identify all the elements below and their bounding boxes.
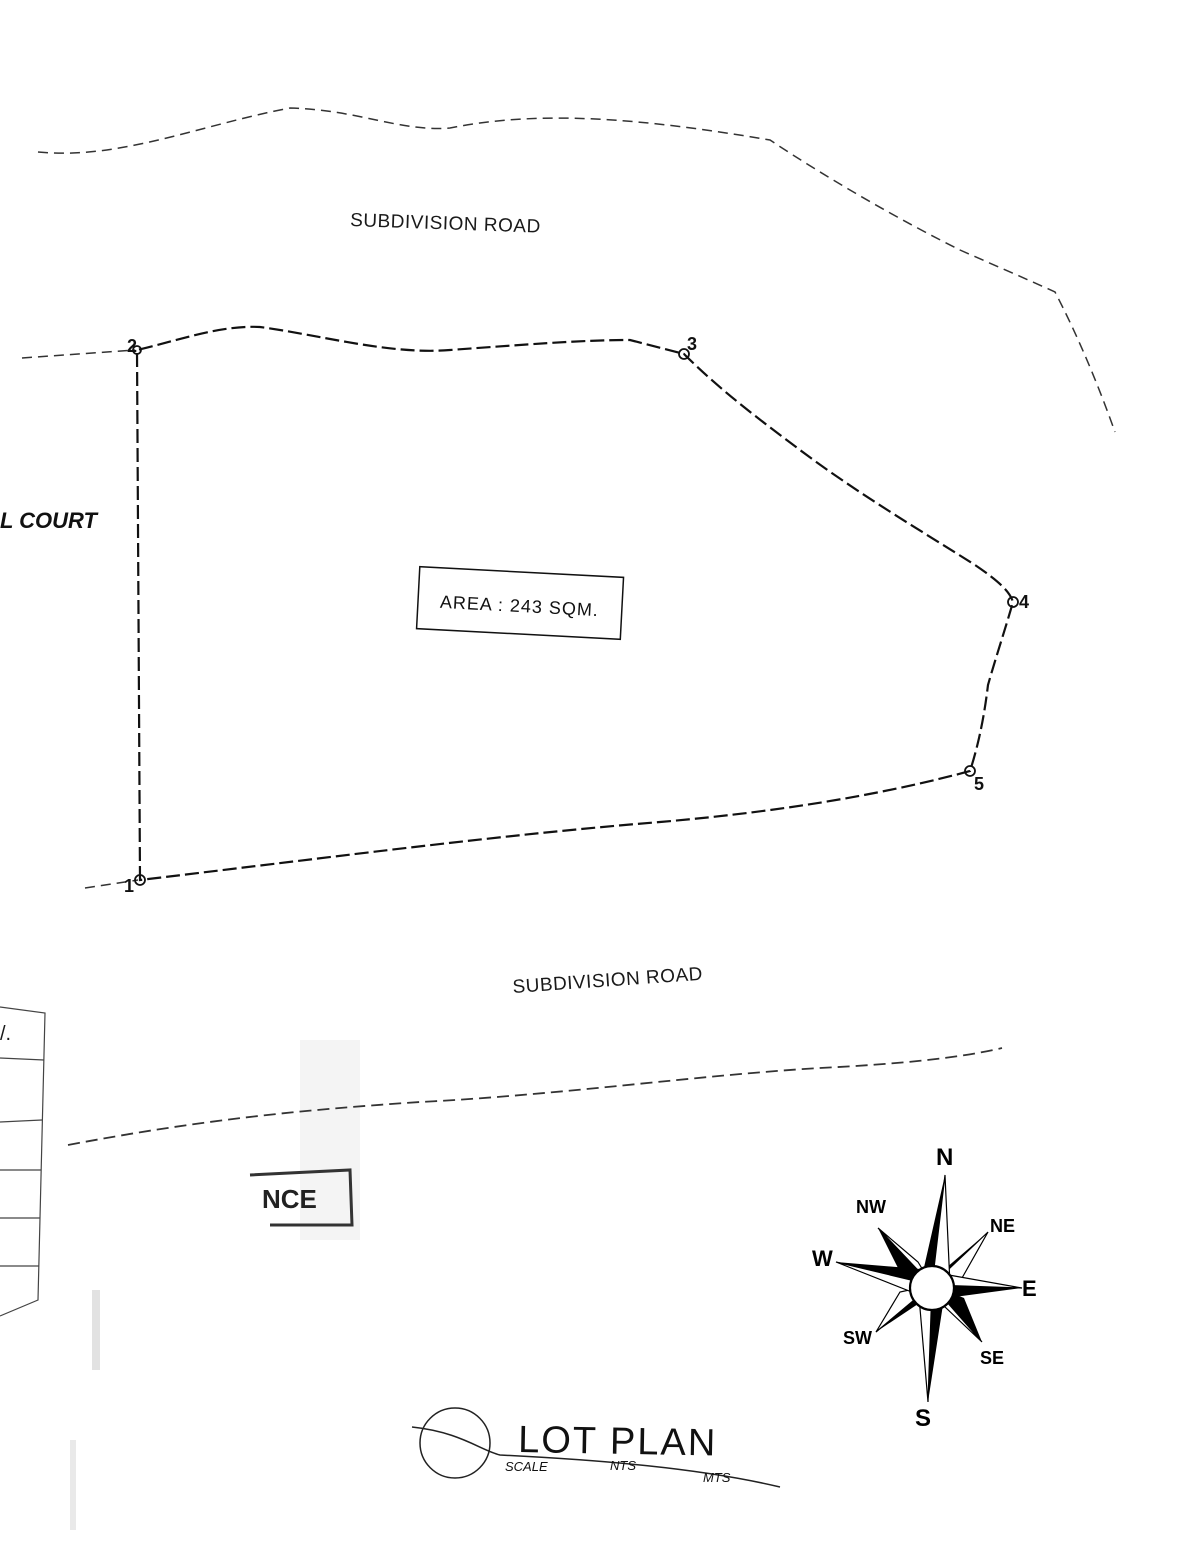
compass-e: E xyxy=(1022,1276,1037,1301)
area-box: AREA : 243 SQM. xyxy=(415,565,625,641)
scale-nts: NTS xyxy=(610,1458,636,1473)
court-label: L COURT xyxy=(0,508,99,533)
north-road-label: SUBDIVISION ROAD xyxy=(350,210,541,238)
south-road-boundary xyxy=(67,1047,1003,1146)
corner-label-3: 3 xyxy=(687,334,697,354)
corner-label-2: 2 xyxy=(127,336,137,356)
compass-w: W xyxy=(812,1246,833,1271)
scale-label: SCALE xyxy=(505,1459,548,1474)
south-road-label: SUBDIVISION ROAD xyxy=(512,964,704,998)
lot-boundary xyxy=(135,325,1015,882)
title-circle xyxy=(419,1407,491,1479)
compass-n: N xyxy=(936,1144,953,1171)
south-road-edge-west xyxy=(84,879,139,889)
compass-ne: NE xyxy=(990,1216,1015,1236)
north-road-boundary xyxy=(37,107,1116,433)
compass-nw: NW xyxy=(856,1197,886,1217)
corner-marker-2 xyxy=(132,345,142,355)
title-text: LOT PLAN xyxy=(518,1419,718,1464)
table-fragment xyxy=(0,1006,46,1317)
area-label: AREA : 243 SQM. xyxy=(439,592,599,620)
corner-marker-3 xyxy=(678,348,690,360)
scale-mts: MTS xyxy=(703,1470,731,1485)
corner-marker-4 xyxy=(1007,596,1019,608)
compass-se: SE xyxy=(980,1348,1004,1368)
compass-sw: SW xyxy=(843,1328,872,1348)
corner-label-1: 1 xyxy=(124,876,134,896)
corner-marker-5 xyxy=(964,765,976,777)
corner-label-4: 4 xyxy=(1019,592,1029,612)
title-block: LOT PLAN SCALE NTS MTS xyxy=(411,1407,781,1488)
compass-rose xyxy=(835,1174,1023,1403)
corner-label-5: 5 xyxy=(974,774,984,794)
compass-s: S xyxy=(915,1405,931,1432)
table-fragment-header: /. xyxy=(0,1023,11,1045)
stamp-fragment: NCE xyxy=(249,1168,354,1227)
scan-smudges xyxy=(70,1040,360,1530)
north-road-edge-west xyxy=(21,349,136,359)
corner-markers xyxy=(132,345,1019,886)
corner-marker-1 xyxy=(134,874,146,886)
stamp-text: NCE xyxy=(262,1184,317,1214)
